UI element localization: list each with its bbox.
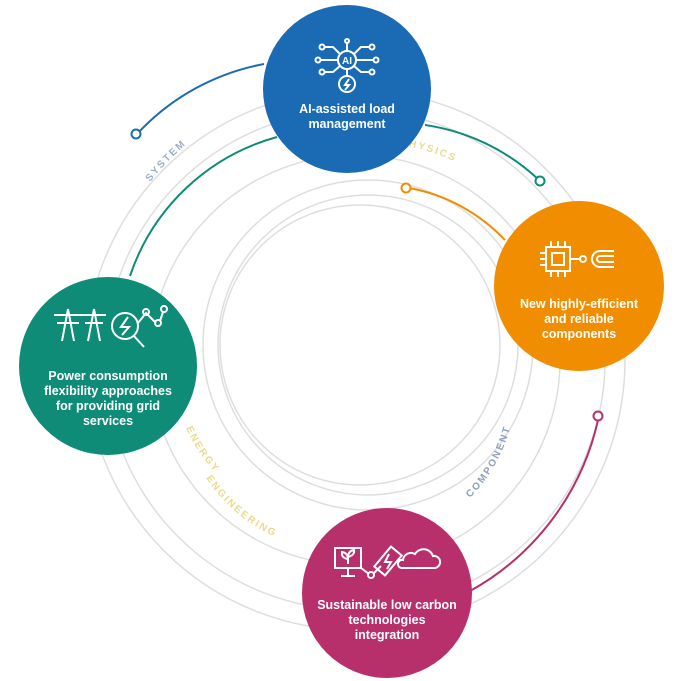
ring-inner — [217, 194, 519, 496]
node-ai-label: AI-assisted load management — [299, 102, 395, 131]
svg-text:AI: AI — [342, 56, 352, 67]
node-low-carbon-label: Sustainable low carbon technologies inte… — [317, 598, 457, 642]
connector-components — [408, 187, 506, 241]
ring-label-system: SYSTEM — [144, 138, 189, 184]
connector-components-dot — [400, 182, 412, 194]
connector-ai — [137, 63, 265, 134]
connector-ai-dot — [130, 128, 142, 140]
node-components-label: New highly-efficient and reliable compon… — [519, 297, 639, 341]
grid-towers-search-icon — [54, 305, 168, 348]
node-low-carbon: Sustainable low carbon technologies inte… — [302, 508, 472, 678]
node-ai-load-management: AI AI-assisted load management — [263, 5, 431, 173]
ai-chip-icon: AI — [314, 38, 380, 93]
node-components: New highly-efficient and reliable compon… — [494, 201, 664, 371]
plant-battery-cloud-icon — [334, 545, 442, 579]
ring-component — [202, 179, 534, 511]
ring-label-component: COMPONENT — [464, 424, 513, 500]
chip-magnet-icon — [540, 241, 614, 277]
connector-low-carbon-dot — [592, 410, 604, 422]
ring-innermost — [219, 204, 501, 486]
node-power-flexibility: Power consumption flexibility approaches… — [19, 277, 197, 455]
connector-power-dot — [534, 175, 546, 187]
connector-low-carbon — [469, 419, 599, 592]
node-power-label: Power consumption flexibility approaches… — [44, 369, 172, 428]
connector-power-right — [424, 124, 540, 181]
ring-label-energy: ENERGY — [183, 425, 222, 476]
connector-power-left — [129, 136, 278, 277]
